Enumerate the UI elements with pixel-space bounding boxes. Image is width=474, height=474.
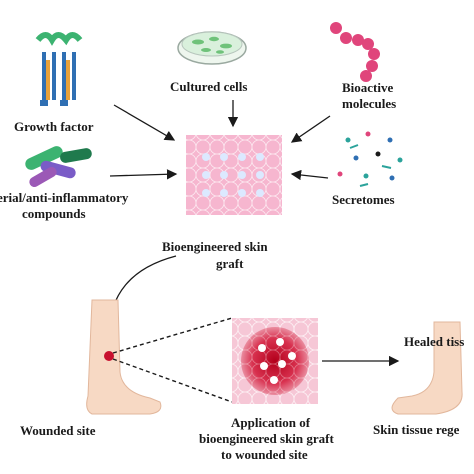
compounds-label-1: erial/anti-inflammatory	[0, 190, 129, 205]
bioactive-label-1: Bioactive	[342, 80, 393, 95]
receptor-icon	[35, 32, 83, 106]
healed-label: Healed tiss	[404, 334, 464, 349]
wounded-leg-icon	[86, 299, 162, 415]
graft-label-2: graft	[216, 256, 244, 271]
petri-dish-icon	[177, 31, 247, 65]
arrow-compounds	[109, 169, 178, 180]
secretomes-label: Secretomes	[332, 192, 395, 207]
regeneration-label: Skin tissue rege	[373, 422, 460, 437]
application-label-2: bioengineered skin graft	[199, 431, 334, 446]
arrow-bioactive	[290, 115, 331, 143]
pills-icon	[25, 146, 92, 187]
zoom-lines	[112, 317, 233, 403]
application-label-3: to wounded site	[221, 447, 308, 462]
molecule-chain-icon	[330, 22, 380, 82]
application-label-1: Application of	[231, 415, 311, 430]
wounded-site-label: Wounded site	[20, 423, 96, 438]
graft-closeup-icon	[232, 318, 318, 404]
arrow-secretomes	[290, 169, 329, 181]
cultured-cells-label: Cultured cells	[170, 79, 247, 94]
compounds-label-2: compounds	[22, 206, 86, 221]
particles-icon	[337, 131, 403, 187]
growth-factor-label: Growth factor	[14, 119, 94, 134]
skin-graft-icon	[186, 135, 282, 215]
arrow-growth-factor	[113, 104, 176, 141]
graft-label-1: Bioengineered skin	[162, 239, 268, 254]
healed-leg-icon	[391, 321, 463, 415]
bioactive-label-2: molecules	[342, 96, 396, 111]
